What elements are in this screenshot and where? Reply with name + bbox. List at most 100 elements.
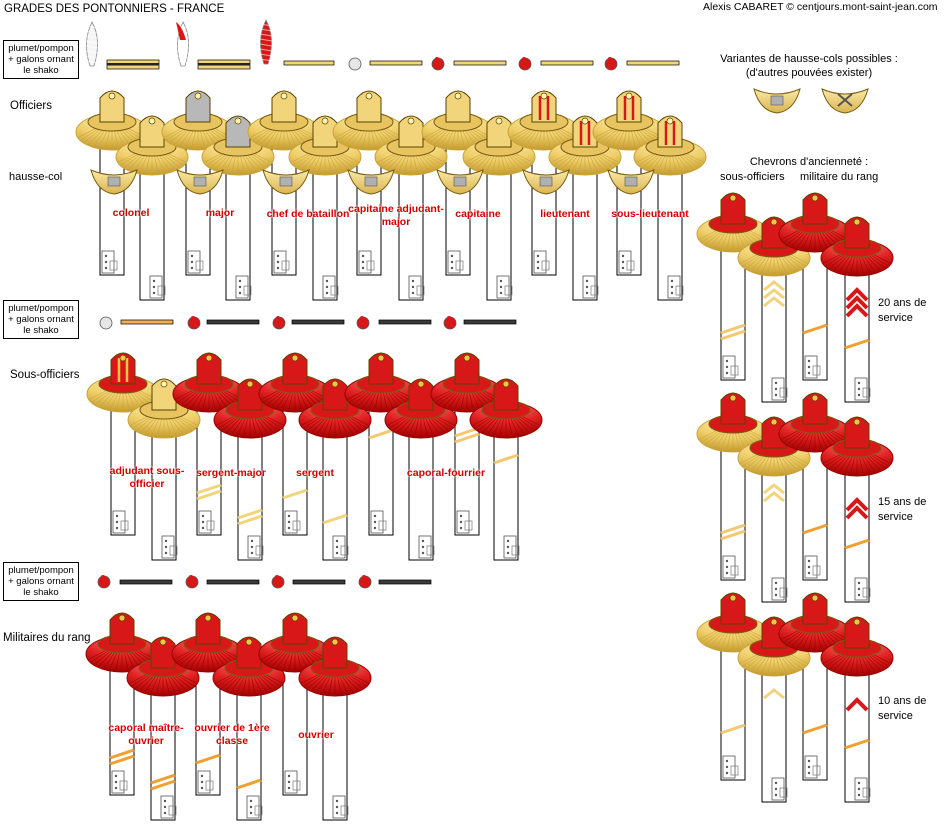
- button: [853, 218, 861, 226]
- button: [666, 117, 674, 125]
- chevron-years-10: 10 ans de service: [878, 695, 927, 722]
- button: [331, 380, 339, 388]
- shako-galon: [119, 579, 173, 585]
- rank-stripe: [720, 329, 746, 341]
- hausse-col-variant: [821, 88, 869, 114]
- shako-galon: [197, 59, 251, 70]
- rank-stripe: [720, 723, 746, 735]
- button: [770, 218, 778, 226]
- pompon: [271, 575, 285, 589]
- button: [729, 194, 737, 202]
- epaulette: [115, 115, 189, 176]
- button: [407, 117, 415, 125]
- gorget-badge: [193, 176, 207, 187]
- button: [377, 354, 385, 362]
- rank-stripe: [720, 529, 746, 541]
- rank-stripe: [802, 323, 828, 335]
- grade-label-sous-lieutenant: sous-lieutenant: [611, 208, 689, 220]
- button: [417, 380, 425, 388]
- chevrons-col-rank: militaire du rang: [800, 171, 879, 183]
- rank-stripe: [236, 778, 262, 790]
- button: [502, 380, 510, 388]
- button: [625, 92, 633, 100]
- credit: Alexis CABARET © centjours.mont-saint-je…: [703, 1, 938, 13]
- button: [160, 380, 168, 388]
- gorget-badge: [770, 95, 784, 106]
- rank-stripe: [282, 488, 308, 500]
- section-officers: Officiers: [10, 100, 52, 112]
- button: [853, 418, 861, 426]
- section-nco: Sous-officiers: [10, 369, 80, 381]
- epaulette: [86, 352, 160, 413]
- grade-label-capitaine-adjudant-major: capitaine adjudant-major: [348, 203, 444, 228]
- pompon: [358, 575, 372, 589]
- rank-stripe: [368, 428, 394, 440]
- button: [321, 117, 329, 125]
- epaulette: [171, 612, 245, 673]
- button: [454, 92, 462, 100]
- button: [463, 354, 471, 362]
- epaulette: [172, 352, 246, 413]
- rank-stripe: [720, 523, 746, 535]
- epaulette: [696, 392, 770, 453]
- pompon: [99, 316, 113, 330]
- epaulette: [820, 616, 894, 677]
- button: [245, 638, 253, 646]
- rank-stripe: [493, 453, 519, 465]
- epaulette: [633, 115, 707, 176]
- hausse-col: [90, 169, 138, 195]
- hausse-col-label: hausse-col: [9, 171, 63, 183]
- hausse-col: [262, 169, 310, 195]
- button: [811, 194, 819, 202]
- shako-galon: [626, 60, 680, 66]
- epaulette: [421, 90, 495, 151]
- gorget-badge: [539, 176, 553, 187]
- button: [119, 354, 127, 362]
- rank-stripe: [150, 779, 176, 791]
- epaulette: [258, 352, 332, 413]
- button: [205, 354, 213, 362]
- pompon: [97, 575, 111, 589]
- epaulette: [332, 90, 406, 151]
- epaulette: [85, 612, 159, 673]
- button: [148, 117, 156, 125]
- grade-label-caporal-fourrier: caporal-fourrier: [406, 467, 486, 479]
- chevron: [763, 288, 785, 300]
- plume: [85, 21, 99, 67]
- shako-galon: [378, 319, 432, 325]
- epaulette: [288, 115, 362, 176]
- epaulette: [258, 612, 332, 673]
- hausse-col: [753, 88, 801, 114]
- epaulette: [126, 636, 200, 697]
- epaulette: [247, 90, 321, 151]
- plume: [259, 19, 273, 65]
- shoulder-strap: [195, 650, 221, 796]
- epaulette: [344, 352, 418, 413]
- pompon: [443, 316, 457, 330]
- hausse-col: [347, 169, 395, 195]
- grade-label-caporal-maitre-ouvrier: caporal maître-ouvrier: [108, 722, 184, 747]
- epaulette: [548, 115, 622, 176]
- anciennete-chevron: [845, 287, 869, 318]
- epaulette: [384, 378, 458, 439]
- plume-tip: [176, 22, 186, 40]
- shako-galon: [369, 60, 423, 66]
- button: [365, 92, 373, 100]
- epaulette: [820, 416, 894, 477]
- chevron: [763, 688, 785, 700]
- epaulette: [201, 115, 275, 176]
- section-rank: Militaires du rang: [3, 632, 91, 644]
- rank-stripe: [720, 323, 746, 335]
- epaulette: [469, 378, 543, 439]
- pompon: [431, 57, 445, 71]
- shako-galon: [378, 579, 432, 585]
- button: [729, 394, 737, 402]
- button: [811, 394, 819, 402]
- grade-label-lieutenant: lieutenant: [540, 208, 590, 220]
- shako-galon: [106, 59, 160, 70]
- grade-label-ouvrier-1ere: ouvrier de 1ère classe: [194, 722, 270, 747]
- shako-box-officers: plumet/pompon + galons ornant le shako: [3, 40, 79, 79]
- hausse-col: [607, 169, 655, 195]
- epaulette: [696, 192, 770, 253]
